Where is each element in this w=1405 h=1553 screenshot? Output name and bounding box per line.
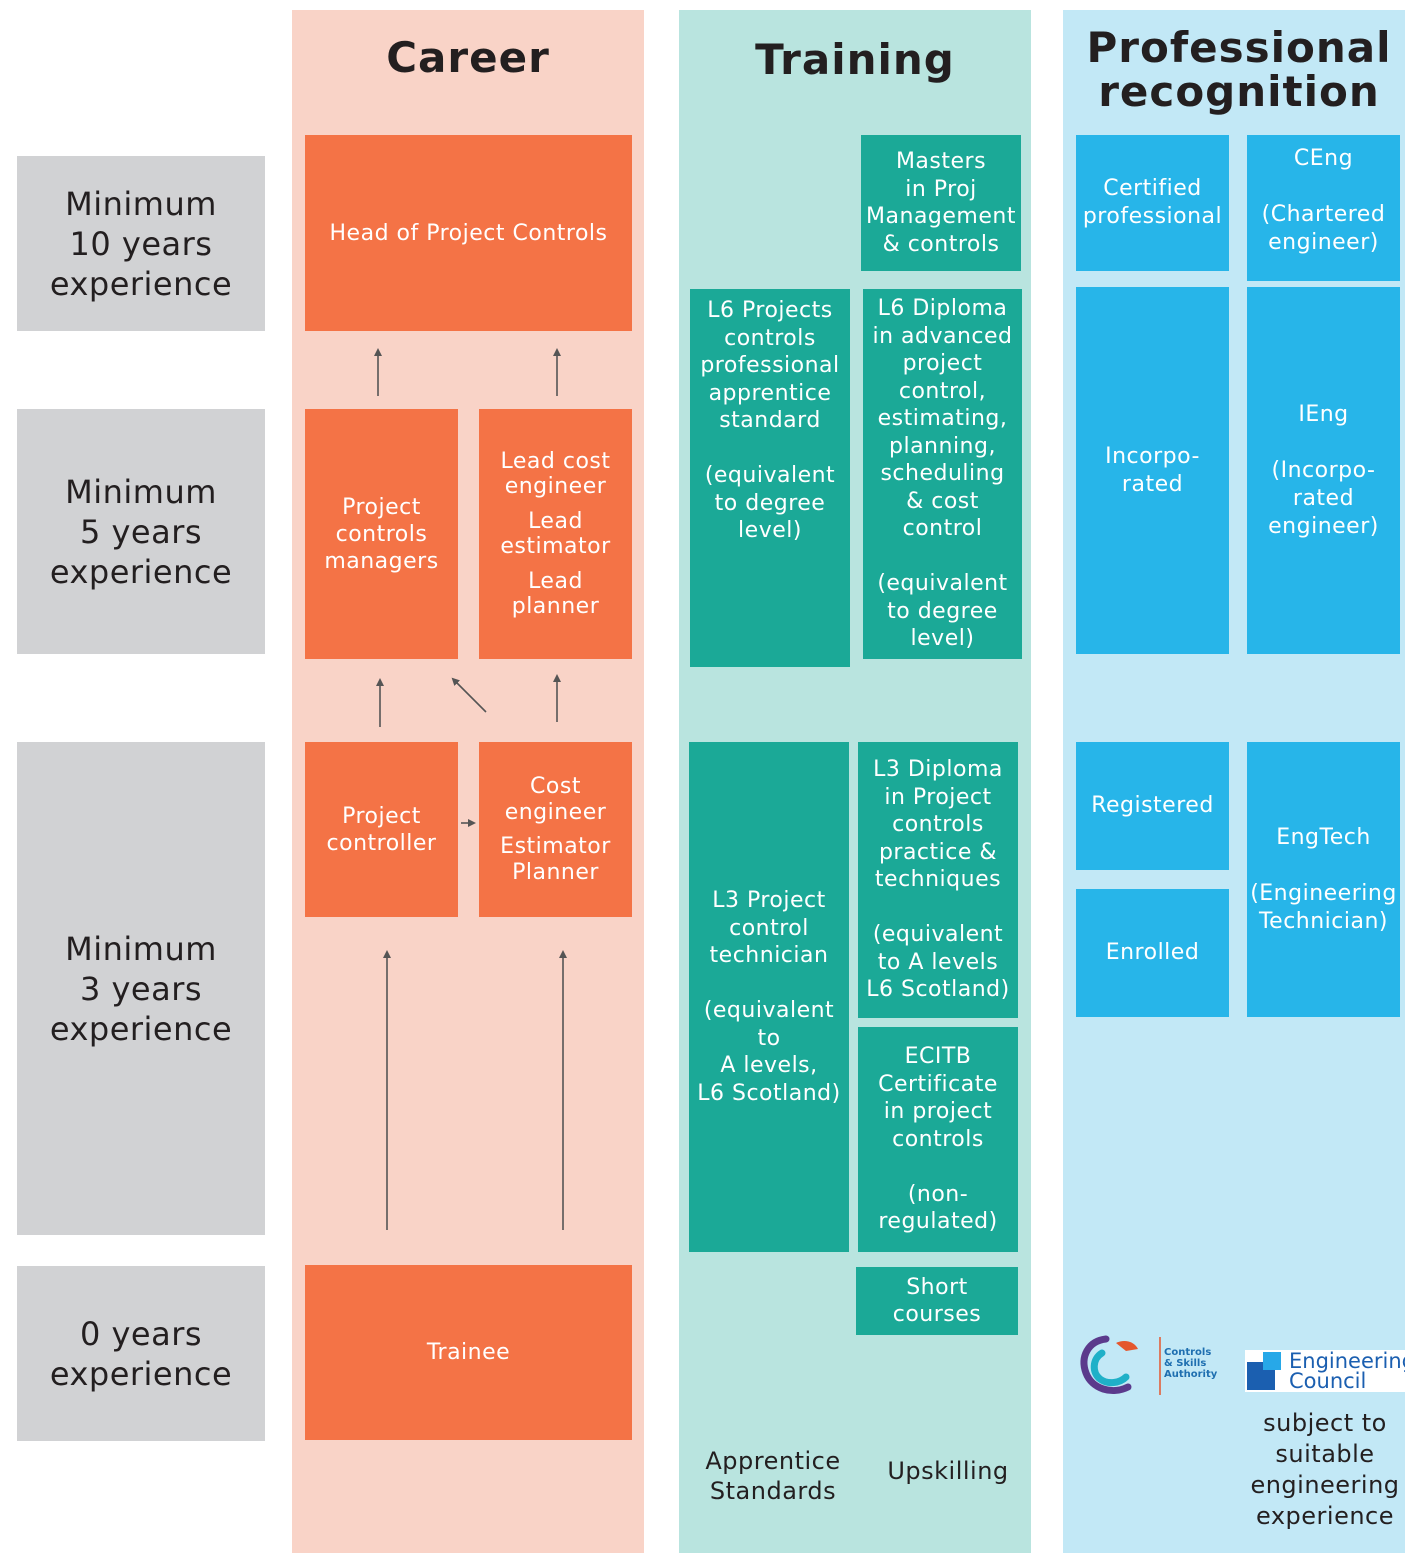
project-controller-box: Project controller [305, 742, 458, 917]
lead-cost-engineer-label: Lead cost engineer [500, 449, 611, 499]
experience-10-years: Minimum 10 years experience [17, 156, 265, 331]
experience-5-years: Minimum 5 years experience [17, 409, 265, 654]
upskilling-label: Upskilling [887, 1457, 1009, 1485]
csa-logo-icon [1080, 1335, 1161, 1395]
csa-logo-text: Controls & Skills Authority [1164, 1347, 1218, 1380]
engineering-council-logo: Engineering Council [1245, 1350, 1405, 1392]
ieng-box: IEng (Incorpo- rated engineer) [1247, 287, 1400, 654]
apprentice-standards-label: Apprentice Standards [705, 1447, 841, 1505]
project-controls-managers-box: Project controls managers [305, 409, 458, 659]
l3-project-control-technician-box: L3 Project control technician (equivalen… [689, 742, 849, 1252]
ecitb-certificate-box: ECITB Certificate in project controls (n… [858, 1027, 1018, 1252]
lead-planner-label: Lead planner [511, 569, 600, 619]
l6-diploma-box: L6 Diploma in advanced project control, … [863, 289, 1022, 659]
career-heading: Career [386, 33, 550, 82]
experience-3-years: Minimum 3 years experience [17, 742, 265, 1235]
controls-skills-authority-logo: Controls & Skills Authority [1076, 1333, 1226, 1399]
training-heading: Training [755, 35, 955, 84]
ec-logo-line2: Council [1289, 1369, 1367, 1393]
professional-recognition-heading: Professional recognition [1086, 23, 1392, 116]
estimator-planner-label: Estimator Planner [500, 833, 611, 885]
l6-apprentice-standard-box: L6 Projects controls professional appren… [690, 289, 850, 667]
masters-box: Masters in Proj Management & controls [861, 135, 1021, 271]
ceng-box: CEng (Chartered engineer) [1247, 135, 1400, 281]
registered-box: Registered [1076, 742, 1229, 870]
trainee-box: Trainee [305, 1265, 632, 1440]
cost-engineer-label: Cost engineer [504, 773, 607, 825]
short-courses-box: Short courses [856, 1267, 1018, 1335]
incorporated-box: Incorpo- rated [1076, 287, 1229, 654]
engtech-box: EngTech (Engineering Technician) [1247, 742, 1400, 1017]
head-of-project-controls-box: Head of Project Controls [305, 135, 632, 331]
cost-engineer-box: Cost engineer Estimator Planner [479, 742, 632, 917]
l3-diploma-box: L3 Diploma in Project controls practice … [858, 742, 1018, 1018]
lead-estimator-label: Lead estimator [500, 509, 611, 559]
engineering-council-logo-icon [1247, 1352, 1281, 1390]
ec-logo-line1: Engineering [1289, 1349, 1405, 1373]
certified-professional-box: Certified professional [1076, 135, 1229, 271]
experience-0-years: 0 years experience [17, 1266, 265, 1441]
lead-roles-box: Lead cost engineer Lead estimator Lead p… [479, 409, 632, 659]
engineering-experience-note: subject to suitable engineering experien… [1250, 1409, 1400, 1530]
enrolled-box: Enrolled [1076, 889, 1229, 1017]
